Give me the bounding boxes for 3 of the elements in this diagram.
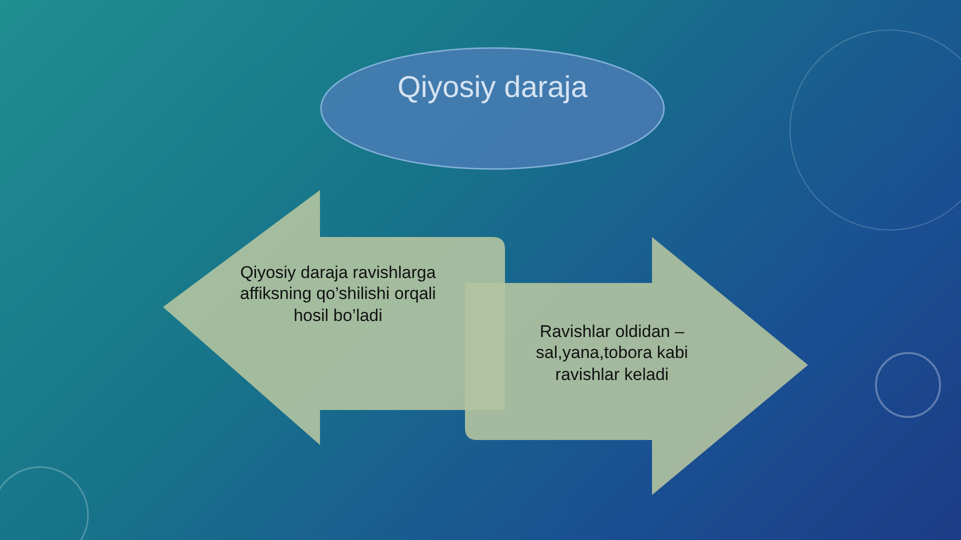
node-text: Qiyosiy daraja xyxy=(396,70,589,106)
node-text: Ravishlar oldidan – sal,yana,tobora kabi ravishlar keladi xyxy=(534,321,690,385)
node-text: Qiyosiy daraja ravishlarga affiksning qo’shilishi orqali hosil bo’ladi xyxy=(239,262,437,326)
